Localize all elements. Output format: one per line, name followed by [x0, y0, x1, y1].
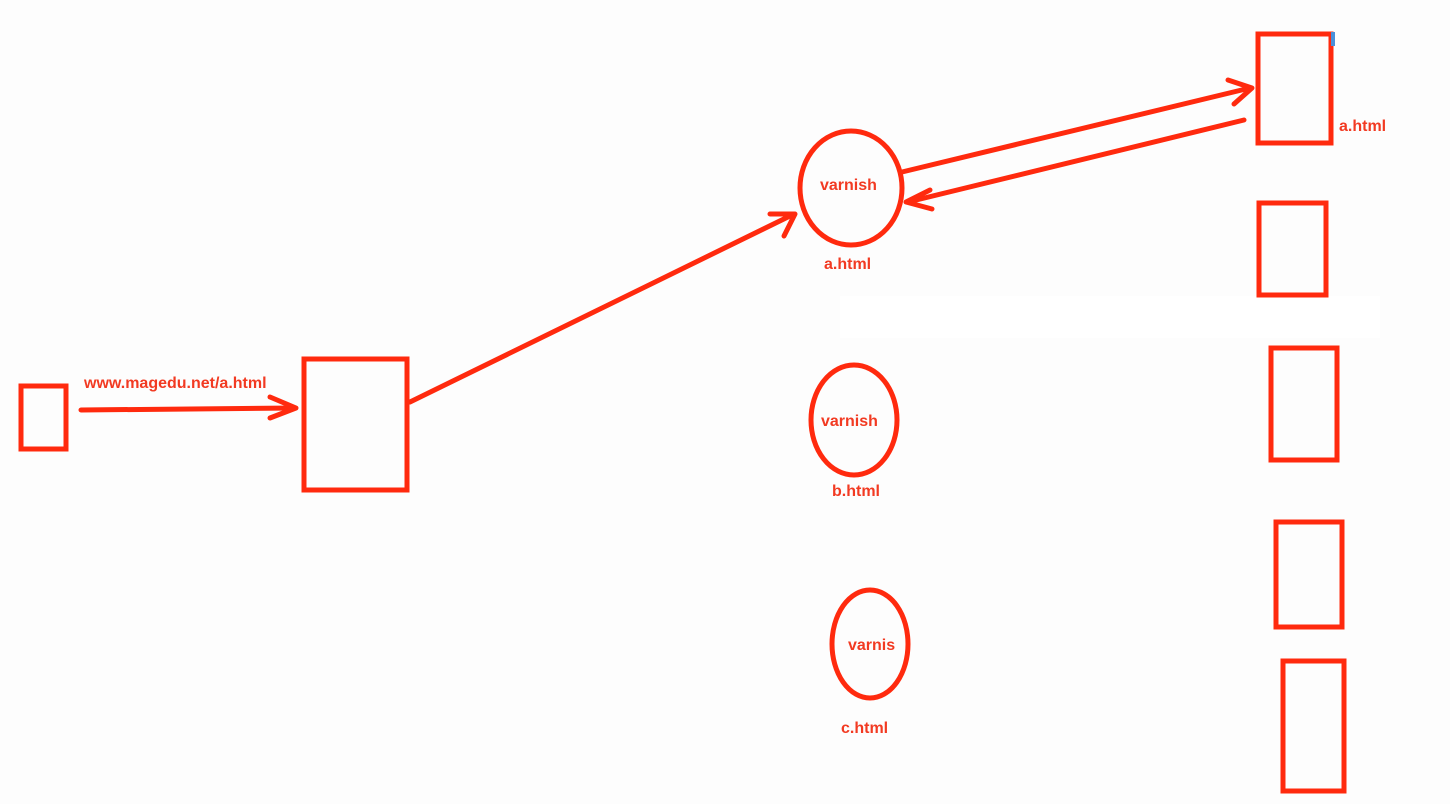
varnish-node-3	[829, 587, 911, 701]
client-box	[18, 383, 69, 452]
varnish-label-3: varnis	[848, 637, 895, 654]
backend-5	[1280, 658, 1347, 794]
backend-4	[1273, 519, 1345, 630]
background-patch	[840, 296, 1380, 338]
backend-file-label: a.html	[1339, 118, 1386, 135]
arrow-varnish-to-backend	[899, 77, 1255, 175]
cache-file-label-2: b.html	[832, 483, 880, 500]
arrow-backend-to-varnish	[903, 117, 1247, 212]
backend-3	[1268, 345, 1340, 463]
url-label: www.magedu.net/a.html	[83, 375, 267, 392]
cache-file-label-3: c.html	[841, 720, 888, 737]
varnish-node-2	[808, 362, 900, 478]
backend-2	[1256, 200, 1329, 298]
arrow-scheduler-to-varnish	[407, 211, 798, 405]
backend-1	[1255, 31, 1334, 146]
arrow-client-to-scheduler	[78, 394, 299, 421]
scheduler-box	[301, 356, 410, 493]
corner-accent	[1331, 32, 1335, 46]
varnish-label-2: varnish	[821, 413, 878, 430]
varnish-label-1: varnish	[820, 177, 877, 194]
varnish-node-1	[797, 128, 905, 248]
cache-file-label-1: a.html	[824, 256, 871, 273]
